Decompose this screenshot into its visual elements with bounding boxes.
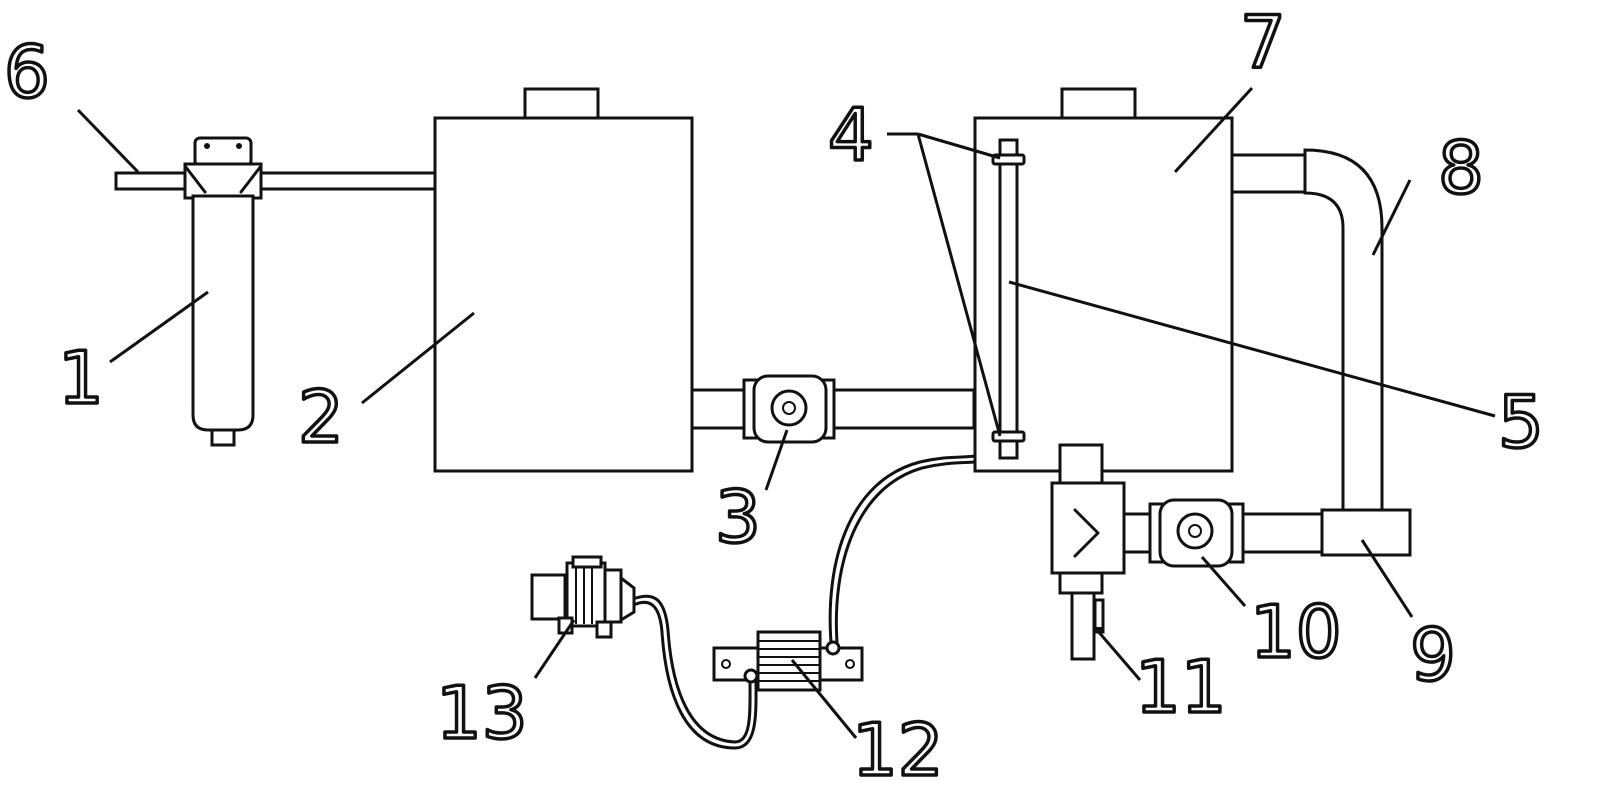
leader-5	[1008, 280, 1496, 418]
pump-cable	[634, 594, 758, 750]
tee-fitting	[1050, 443, 1126, 661]
leader-4b	[917, 132, 1001, 160]
filter-canister	[183, 136, 263, 447]
leader-8	[1371, 179, 1412, 256]
leader-6	[76, 108, 140, 174]
leader-3	[764, 429, 789, 491]
drain-tap	[1093, 598, 1105, 634]
leader-1	[109, 290, 209, 364]
callout-11: 11	[1135, 645, 1227, 729]
callout-8: 8	[1438, 126, 1484, 210]
callout-3: 3	[715, 475, 761, 559]
callout-10: 10	[1250, 590, 1342, 674]
callout-labels: 6 1 2 3 4 5 7 8 9 10 11 12 13	[2, 0, 1545, 794]
callout-5: 5	[1498, 380, 1544, 464]
callout-6: 6	[4, 30, 50, 114]
valve-10	[1148, 498, 1245, 568]
callout-4: 4	[828, 93, 874, 177]
callout-13: 13	[436, 671, 528, 755]
leader-4c	[916, 133, 1002, 437]
valve-3	[742, 374, 836, 444]
leader-12	[790, 659, 858, 739]
controller	[712, 630, 864, 692]
leader-2	[361, 311, 475, 405]
leader-lines	[76, 86, 1496, 739]
leader-11	[1095, 629, 1142, 681]
inlet-pipe	[114, 171, 438, 191]
callout-7: 7	[1240, 0, 1286, 84]
leader-9	[1360, 539, 1414, 618]
return-pipe	[1230, 148, 1384, 514]
leader-13	[533, 619, 576, 679]
level-gauge	[991, 138, 1026, 460]
pump	[530, 555, 636, 639]
left-tank	[433, 87, 694, 473]
callout-9: 9	[1410, 613, 1456, 697]
leader-7	[1173, 86, 1254, 174]
leader-10	[1200, 556, 1247, 607]
callout-12: 12	[852, 708, 944, 792]
callout-2: 2	[298, 375, 344, 459]
callout-1: 1	[58, 336, 104, 420]
tank-cable	[828, 454, 977, 644]
